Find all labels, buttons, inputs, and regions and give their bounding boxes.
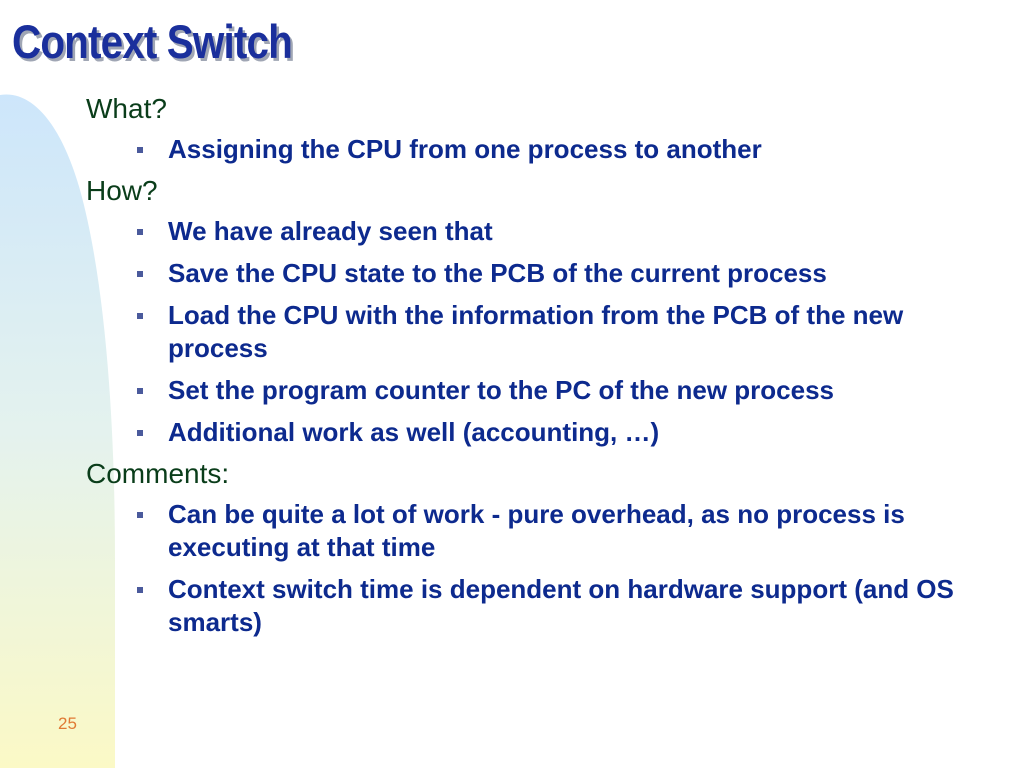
bullet-list: Can be quite a lot of work - pure overhe…: [86, 498, 966, 639]
section-comments: Comments: Can be quite a lot of work - p…: [86, 457, 966, 639]
section-what: What? Assigning the CPU from one process…: [86, 92, 966, 166]
bullet-text: Load the CPU with the information from t…: [168, 300, 904, 363]
slide-title: Context Switch: [12, 15, 293, 68]
page-number: 25: [58, 714, 77, 733]
bullet-item: Can be quite a lot of work - pure overhe…: [137, 498, 966, 564]
bullet-text: Set the program counter to the PC of the…: [168, 375, 834, 405]
bullet-text: Save the CPU state to the PCB of the cur…: [168, 258, 827, 288]
section-heading: Comments:: [86, 458, 230, 489]
square-bullet-icon: [137, 313, 143, 319]
bullet-text: Can be quite a lot of work - pure overhe…: [168, 499, 905, 562]
section-heading: How?: [86, 175, 158, 206]
section-how: How? We have already seen that Save the …: [86, 174, 966, 449]
square-bullet-icon: [137, 512, 143, 518]
bullet-item: Context switch time is dependent on hard…: [137, 573, 966, 639]
bullet-item: Set the program counter to the PC of the…: [137, 374, 966, 407]
bullet-text: We have already seen that: [168, 216, 493, 246]
bullet-item: Load the CPU with the information from t…: [137, 299, 966, 365]
square-bullet-icon: [137, 147, 143, 153]
bullet-item: Assigning the CPU from one process to an…: [137, 133, 966, 166]
bullet-item: Additional work as well (accounting, …): [137, 416, 966, 449]
bullet-item: Save the CPU state to the PCB of the cur…: [137, 257, 966, 290]
slide-content: What? Assigning the CPU from one process…: [86, 92, 966, 647]
section-heading: What?: [86, 93, 167, 124]
square-bullet-icon: [137, 388, 143, 394]
bullet-text: Assigning the CPU from one process to an…: [168, 134, 762, 164]
bullet-list: We have already seen that Save the CPU s…: [86, 215, 966, 449]
bullet-item: We have already seen that: [137, 215, 966, 248]
square-bullet-icon: [137, 229, 143, 235]
square-bullet-icon: [137, 271, 143, 277]
square-bullet-icon: [137, 430, 143, 436]
square-bullet-icon: [137, 587, 143, 593]
bullet-list: Assigning the CPU from one process to an…: [86, 133, 966, 166]
bullet-text: Context switch time is dependent on hard…: [168, 574, 954, 637]
bullet-text: Additional work as well (accounting, …): [168, 417, 660, 447]
